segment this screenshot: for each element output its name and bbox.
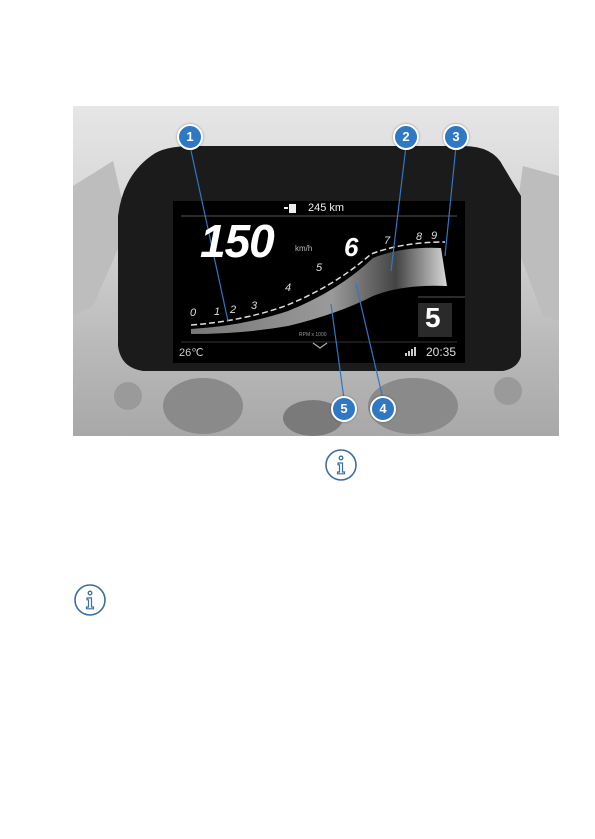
scale-label-0: 0 (190, 307, 196, 319)
scale-label-8: 8 (416, 231, 422, 243)
scale-label-5: 5 (316, 262, 322, 274)
left-switch-part (114, 382, 142, 410)
left-handlebar-part (163, 378, 243, 434)
callout-4: 4 (370, 396, 396, 422)
instrument-cluster-figure: 245 km 150 km/h 6 0 1 2 3 4 5 7 8 9 RPM … (73, 106, 559, 436)
callout-3: 3 (443, 124, 469, 150)
callout-5: 5 (331, 396, 357, 422)
scale-label-4: 4 (285, 282, 291, 294)
scale-label-7: 7 (384, 235, 390, 247)
gear-marker: 6 (344, 232, 358, 263)
range-readout: 245 km (308, 202, 344, 214)
temperature-readout: 26℃ (179, 346, 204, 359)
callout-2: 2 (393, 124, 419, 150)
speed-readout: 150 (200, 214, 274, 268)
info-icon (73, 583, 107, 617)
gear-indicator: 5 (425, 302, 441, 334)
clock-readout: 20:35 (426, 345, 456, 359)
callout-1: 1 (177, 124, 203, 150)
info-icon (324, 448, 358, 482)
scale-label-3: 3 (251, 300, 257, 312)
right-switch-part (494, 377, 522, 405)
scale-label-2: 2 (230, 304, 236, 316)
scale-label-9: 9 (431, 230, 437, 242)
scale-label-1: 1 (214, 306, 220, 318)
speed-unit: km/h (295, 244, 312, 253)
rpm-caption: RPM x 1000 (299, 332, 327, 338)
